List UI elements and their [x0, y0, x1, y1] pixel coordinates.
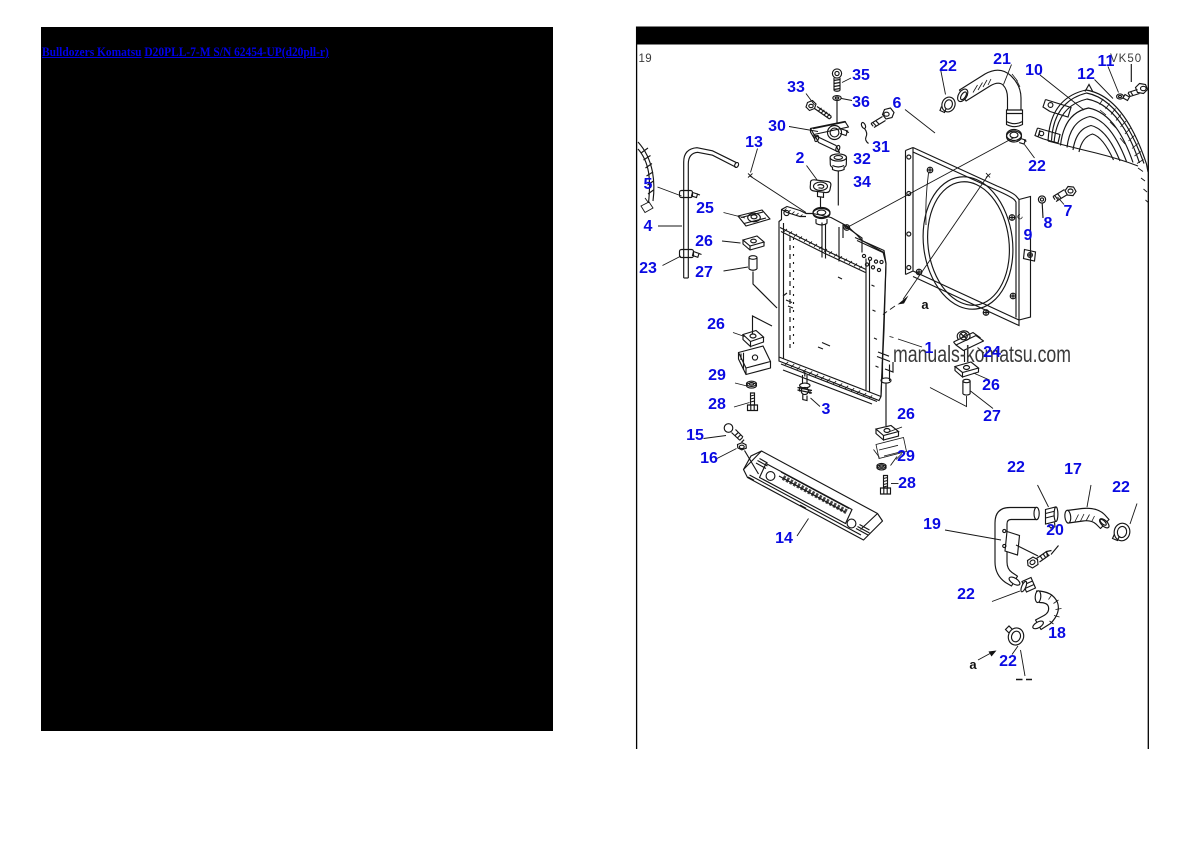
svg-text:28: 28	[708, 396, 726, 413]
svg-text:19: 19	[639, 53, 653, 65]
svg-text:5: 5	[644, 176, 653, 193]
svg-text:17: 17	[1064, 461, 1082, 478]
svg-text:22: 22	[999, 653, 1017, 670]
svg-text:32: 32	[853, 151, 871, 168]
svg-text:24: 24	[983, 344, 1001, 361]
svg-text:26: 26	[695, 233, 713, 250]
svg-text:29: 29	[897, 448, 915, 465]
svg-text:35: 35	[852, 67, 870, 84]
svg-text:36: 36	[852, 94, 870, 111]
svg-text:27: 27	[695, 264, 713, 281]
svg-text:26: 26	[982, 377, 1000, 394]
svg-text:16: 16	[700, 450, 718, 467]
svg-text:33: 33	[787, 79, 805, 96]
svg-text:6: 6	[893, 95, 902, 112]
svg-text:10: 10	[1025, 62, 1043, 79]
svg-text:25: 25	[696, 200, 714, 217]
svg-text:29: 29	[708, 367, 726, 384]
svg-text:22: 22	[1007, 459, 1025, 476]
svg-text:15: 15	[686, 427, 704, 444]
svg-text:a: a	[921, 297, 929, 312]
svg-text:a: a	[969, 657, 977, 672]
svg-text:3: 3	[822, 401, 831, 418]
svg-text:34: 34	[853, 174, 871, 191]
svg-text:9: 9	[1024, 227, 1033, 244]
svg-text:14: 14	[775, 530, 793, 547]
svg-text:12: 12	[1077, 66, 1095, 83]
svg-text:27: 27	[983, 408, 1001, 425]
svg-text:31: 31	[872, 139, 890, 156]
svg-text:4: 4	[644, 218, 653, 235]
svg-text:18: 18	[1048, 625, 1066, 642]
svg-text:manuals-komatsu.com: manuals-komatsu.com	[893, 341, 1071, 367]
svg-text:13: 13	[745, 134, 763, 151]
svg-text:30: 30	[768, 118, 786, 135]
svg-text:20: 20	[1046, 522, 1064, 539]
svg-text:28: 28	[898, 475, 916, 492]
svg-text:22: 22	[957, 586, 975, 603]
svg-text:11: 11	[1098, 53, 1115, 70]
svg-text:7: 7	[1064, 203, 1073, 220]
svg-text:22: 22	[1028, 158, 1046, 175]
svg-text:22: 22	[1112, 479, 1130, 496]
svg-text:19: 19	[923, 516, 941, 533]
svg-text:VK50: VK50	[1110, 53, 1142, 65]
svg-text:8: 8	[1044, 215, 1053, 232]
svg-text:22: 22	[939, 58, 957, 75]
svg-text:2: 2	[796, 150, 805, 167]
svg-text:23: 23	[639, 260, 657, 277]
svg-text:1: 1	[925, 340, 934, 357]
svg-text:26: 26	[707, 316, 725, 333]
svg-text:21: 21	[993, 51, 1011, 68]
svg-text:26: 26	[897, 406, 915, 423]
